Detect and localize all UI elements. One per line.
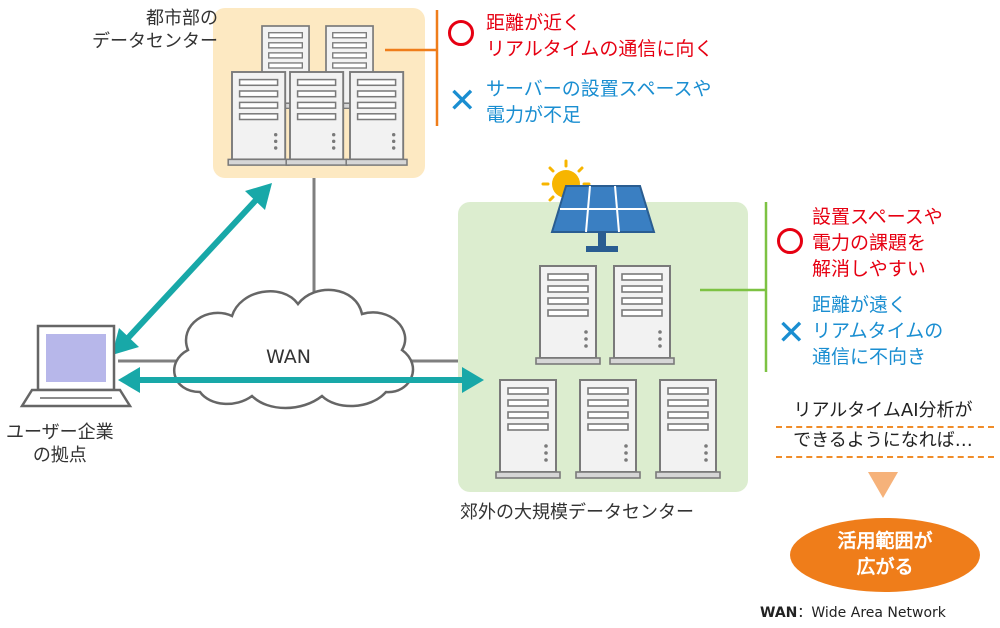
suburban-con-line: 距離が遠く [812, 294, 908, 316]
urban-dc-label-line: データセンター [92, 30, 218, 52]
suburban-con-text: 距離が遠く リアムタイムの 通信に不向き [812, 292, 943, 370]
suburban-pro-line: 電力の課題を [812, 232, 927, 254]
arrow-user-suburban [118, 367, 484, 393]
urban-pro-line: リアルタイムの通信に向く [486, 38, 714, 60]
condition-line: リアルタイムAI分析が [793, 400, 973, 421]
server-icon [655, 379, 721, 479]
result-line: 活用範囲が [837, 530, 933, 552]
legend-abbr: WAN [760, 605, 798, 621]
circle-mark-icon [777, 228, 803, 254]
server-icon [535, 265, 601, 365]
arrow-down-icon [868, 472, 898, 498]
suburban-callout-bracket [700, 202, 768, 372]
user-site-label: ユーザー企業 の拠点 [6, 422, 114, 467]
cross-mark-icon: ✕ [448, 81, 477, 121]
cross-mark-icon: ✕ [777, 313, 806, 353]
dashed-divider [776, 456, 994, 458]
result-line: 広がる [856, 556, 914, 578]
server-icon [495, 379, 561, 479]
legend: WAN：Wide Area Network [760, 602, 946, 622]
suburban-pro-text: 設置スペースや 電力の課題を 解消しやすい [812, 204, 943, 282]
user-site-label-line: ユーザー企業 [6, 422, 114, 443]
urban-pro-line: 距離が近く [486, 12, 582, 34]
server-icon [345, 71, 408, 167]
suburban-con-line: リアムタイムの [812, 320, 944, 342]
user-site-label-line: の拠点 [32, 444, 87, 466]
condition-line: できるようになれば… [793, 430, 973, 451]
legend-expansion: ：Wide Area Network [797, 605, 946, 621]
arrow-user-urban [112, 183, 272, 355]
server-icon [609, 265, 675, 365]
server-icon [575, 379, 641, 479]
laptop-icon [19, 324, 133, 408]
suburban-pro-line: 設置スペースや [812, 206, 943, 228]
urban-dc-label: 都市部の データセンター [92, 8, 218, 53]
solar-panel-icon [550, 185, 656, 252]
condition-text: リアルタイムAI分析が [768, 398, 998, 424]
suburban-dc-label: 郊外の大規模データセンター [460, 502, 694, 523]
suburban-con-line: 通信に不向き [812, 346, 927, 368]
server-icon [285, 71, 348, 167]
result-pill: 活用範囲が 広がる [790, 518, 980, 592]
dashed-divider [776, 426, 994, 428]
condition-text: できるようになれば… [768, 428, 998, 454]
urban-callout-bracket [385, 10, 439, 126]
suburban-pro-line: 解消しやすい [812, 258, 926, 280]
urban-con-text: サーバーの設置スペースや 電力が不足 [486, 76, 712, 128]
circle-mark-icon [448, 20, 474, 46]
urban-con-line: サーバーの設置スペースや [486, 78, 712, 100]
urban-dc-label-line: 都市部の [146, 8, 218, 29]
server-icon [227, 71, 290, 167]
urban-con-line: 電力が不足 [486, 104, 582, 126]
wan-cloud-label: WAN [266, 346, 311, 368]
urban-pro-text: 距離が近く リアルタイムの通信に向く [486, 10, 713, 62]
